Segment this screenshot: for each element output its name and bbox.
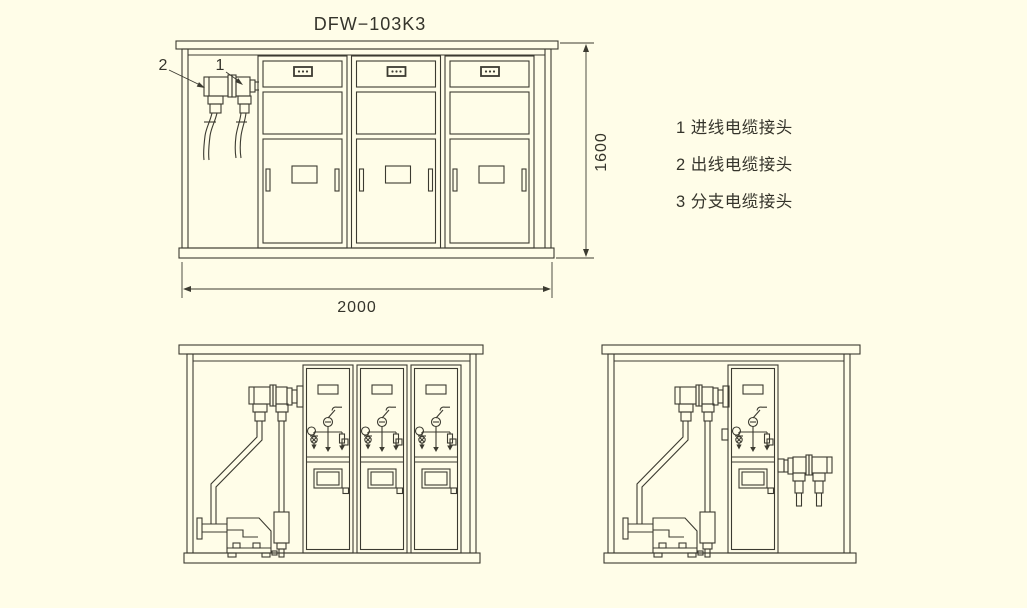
legend-item-1: 1 进线电缆接头 [676,119,793,137]
model-title: DFW−103K3 [314,14,427,34]
front-cable-terminations [203,74,259,161]
front-panel-3 [444,55,535,249]
dimension-height: 1600 [556,42,610,259]
front-panel-1 [257,55,348,249]
cable-assembly-left [196,384,304,558]
left-cabinet [178,344,484,564]
legend-item-3: 3 分支电缆接头 [676,193,793,211]
front-panel-2 [350,55,442,249]
section-view-left [178,344,484,564]
legend: 1 进线电缆接头 2 出线电缆接头 3 分支电缆接头 [676,114,793,225]
switch-panel-2 [357,365,407,553]
dim-width-value: 2000 [337,299,377,316]
callout-2: 2 [159,57,205,88]
switch-panel-1 [303,365,353,553]
section-view-right [601,344,861,564]
callout-2-label: 2 [159,57,168,74]
front-view: DFW−103K3 [159,14,610,316]
callout-1: 1 [216,57,243,85]
dimension-width: 2000 [181,262,553,316]
legend-item-2: 2 出线电缆接头 [676,156,793,174]
cable-assembly-right [622,384,730,558]
panel-side-tab [721,428,729,441]
switch-panel-3 [411,365,461,553]
branch-cable-terminations [777,454,833,507]
callout-1-label: 1 [216,57,225,74]
switch-panel-single [728,365,778,553]
dim-height-value: 1600 [593,132,610,172]
front-cabinet [175,40,559,259]
